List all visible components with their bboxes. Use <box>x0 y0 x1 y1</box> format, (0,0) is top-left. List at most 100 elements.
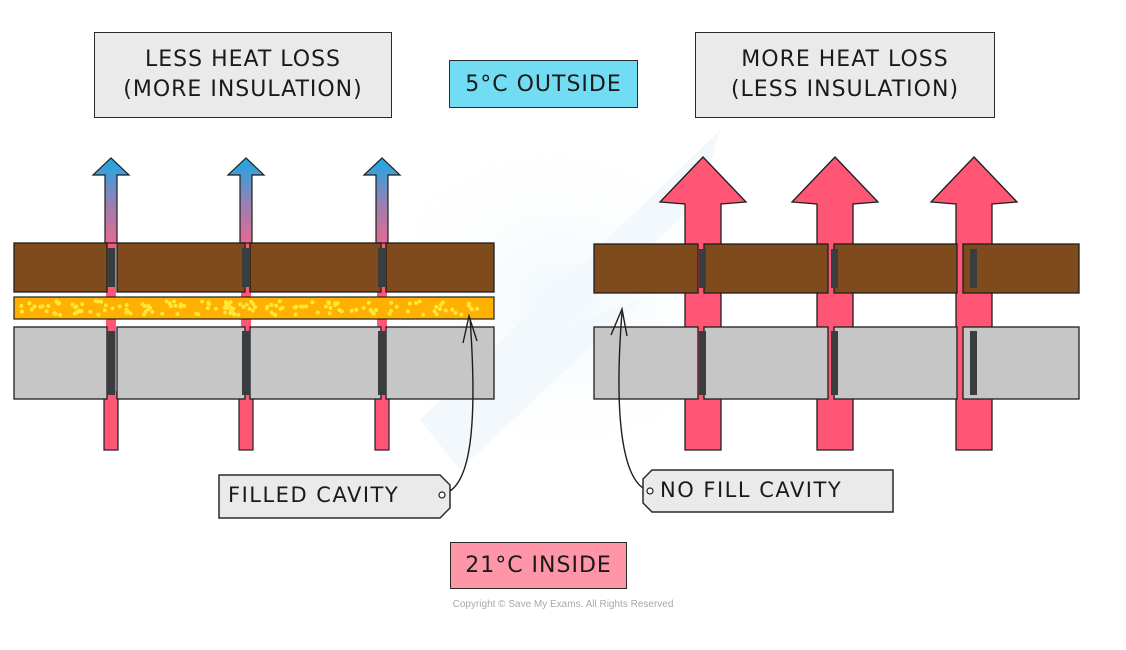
brick <box>593 243 699 294</box>
insulation-speck <box>293 305 298 310</box>
insulation-speck <box>57 301 62 305</box>
insulation-speck <box>117 304 122 309</box>
insulation-speck <box>80 302 85 307</box>
insulation-speck <box>269 302 274 307</box>
insulation-speck <box>366 300 371 305</box>
insulation-speck <box>247 306 252 311</box>
insulation-speck <box>167 301 172 306</box>
heat-flow-shaft <box>374 391 390 451</box>
insulation-speck <box>205 306 210 311</box>
mortar-joint <box>242 248 250 287</box>
insulation-speck <box>453 311 458 315</box>
large-heat-loss-arrow <box>790 156 880 451</box>
insulation-speck <box>173 303 178 308</box>
insulation-speck <box>182 303 186 308</box>
heading-line-1: LESS HEAT LOSS <box>144 47 341 72</box>
insulation-speck <box>29 307 34 312</box>
insulation-speck <box>327 311 332 316</box>
insulation-speck <box>264 306 269 311</box>
less-heat-loss-heading: LESS HEAT LOSS (MORE INSULATION) <box>94 32 392 118</box>
insulation-speck <box>142 304 147 308</box>
filled-cavity-tag <box>218 474 451 519</box>
heat-flow-shaft <box>103 391 119 451</box>
insulation-speck <box>70 302 75 307</box>
insulation-speck <box>273 312 278 317</box>
inner-block <box>833 326 958 400</box>
inner-block <box>593 326 699 400</box>
insulation-speck <box>374 308 379 313</box>
brick <box>703 243 829 294</box>
insulation-speck <box>200 299 205 304</box>
insulation-speck <box>440 300 445 305</box>
brick <box>13 242 108 293</box>
insulation-speck <box>223 304 228 309</box>
no-fill-cavity-tag <box>642 469 894 513</box>
insulation-speck <box>241 304 246 309</box>
insulation-speck <box>274 303 279 308</box>
mortar-joint <box>970 331 977 395</box>
heat-flow-shaft <box>238 391 254 451</box>
inside-temperature-label: 21°C INSIDE <box>450 542 627 589</box>
insulation-speck <box>328 306 333 310</box>
heading-line-1: MORE HEAT LOSS <box>741 47 949 72</box>
outside-temperature-text: 5°C OUTSIDE <box>465 71 622 97</box>
no-fill-cavity-label: NO FILL CAVITY <box>660 478 843 502</box>
insulation-speck <box>361 305 366 310</box>
insulation-speck <box>175 312 180 316</box>
insulation-speck <box>78 308 83 313</box>
insulation-speck <box>228 300 233 305</box>
insulation-speck <box>146 303 151 308</box>
insulation-speck <box>27 301 32 306</box>
filled-cavity-pointer <box>442 313 478 495</box>
brick <box>116 242 246 293</box>
insulation-speck <box>405 309 410 314</box>
mortar-joint <box>970 249 977 288</box>
insulation-speck <box>249 299 254 304</box>
insulation-speck <box>52 311 57 316</box>
inside-temperature-text: 21°C INSIDE <box>465 553 612 578</box>
mortar-joint <box>378 331 386 395</box>
insulation-speck <box>223 310 228 315</box>
inner-block <box>385 326 495 400</box>
insulation-speck <box>20 309 24 314</box>
insulation-speck <box>40 304 45 309</box>
insulation-speck <box>194 311 199 316</box>
insulation-speck <box>236 312 241 317</box>
insulation-speck <box>141 312 146 317</box>
insulation-speck <box>232 312 237 317</box>
insulation-speck <box>160 311 165 316</box>
insulation-speck <box>475 306 480 311</box>
insulation-speck <box>432 309 437 314</box>
insulation-speck <box>335 301 340 306</box>
cooling-heat-arrow <box>362 157 402 244</box>
mortar-joint <box>107 331 115 395</box>
left-wall-filled-cavity <box>13 157 495 451</box>
insulation-speck <box>354 307 359 312</box>
insulation-speck <box>224 300 229 305</box>
insulation-speck <box>58 312 63 317</box>
insulation-speck <box>293 312 298 317</box>
inner-block <box>249 326 382 400</box>
brick <box>249 242 382 293</box>
brick <box>385 242 495 293</box>
insulation-speck <box>389 308 393 313</box>
insulation-speck <box>434 304 439 309</box>
insulation-speck <box>421 312 426 317</box>
insulation-speck <box>228 311 233 316</box>
insulation-speck <box>178 302 183 307</box>
insulation-speck <box>32 304 37 309</box>
insulation-speck <box>72 311 77 316</box>
heading-line-2: (MORE INSULATION) <box>123 77 363 102</box>
inner-block <box>13 326 108 400</box>
right-wall-empty-cavity <box>593 156 1080 451</box>
insulation-speck <box>417 299 422 304</box>
insulation-speck <box>278 306 283 311</box>
inner-block <box>116 326 246 400</box>
insulation-speck <box>44 309 49 314</box>
brick <box>962 243 1080 294</box>
insulation-speck <box>450 307 455 312</box>
insulation-speck <box>327 301 331 306</box>
insulation-speck <box>150 309 155 314</box>
insulation-speck <box>466 303 471 308</box>
